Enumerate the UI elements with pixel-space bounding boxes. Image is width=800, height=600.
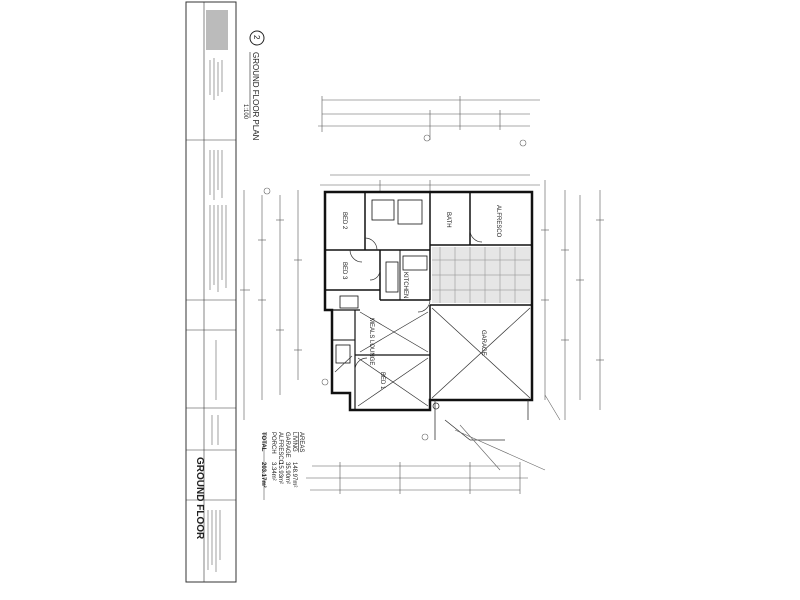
room-label-bath: BATH bbox=[445, 212, 451, 228]
logo-mark bbox=[206, 10, 228, 50]
title-block bbox=[185, 1, 237, 583]
room-label-bed-1: BED 1 bbox=[379, 372, 385, 390]
area-label: PORCH bbox=[270, 432, 276, 454]
plan-title: GROUND FLOOR PLAN bbox=[251, 52, 260, 141]
area-value: 3.34m² bbox=[270, 462, 276, 481]
right-dimension-lines bbox=[541, 180, 604, 420]
annotation-marks bbox=[263, 134, 561, 471]
sheet-title: GROUND FLOOR bbox=[194, 457, 205, 540]
room-label-garage: GARAGE bbox=[480, 330, 486, 356]
room-label-bed-3: BED 3 bbox=[341, 262, 347, 280]
tile-hatching bbox=[432, 247, 530, 303]
room-labels: BED 2 BATH ALFRESCO BED 3 KITCHEN MEALS … bbox=[341, 205, 501, 390]
area-label-total: TOTAL bbox=[260, 432, 266, 452]
left-dimension-lines bbox=[240, 190, 302, 420]
area-value: 15.93m² bbox=[277, 462, 283, 484]
building-walls bbox=[323, 190, 534, 412]
room-label-alfresco: ALFRESCO bbox=[495, 205, 501, 238]
driveway bbox=[432, 400, 529, 441]
area-value: 148.97m² bbox=[291, 462, 297, 487]
top-dimension-lines bbox=[318, 96, 540, 192]
area-label: LIVING bbox=[291, 432, 297, 452]
plan-number-circle bbox=[249, 30, 265, 46]
room-label-bed-2: BED 2 bbox=[341, 212, 347, 230]
title-block-notes bbox=[207, 58, 227, 572]
plan-number: 2 bbox=[252, 35, 261, 40]
area-label: GARAGE bbox=[284, 432, 290, 458]
plan-scale: 1:100 bbox=[242, 104, 248, 120]
room-label-kitchen: KITCHEN bbox=[402, 272, 408, 298]
areas-heading: AREAS bbox=[298, 432, 304, 452]
area-value-total: 203.17m² bbox=[260, 462, 267, 488]
areas-schedule: AREAS LIVING 148.97m² GARAGE 35.90m² ALF… bbox=[260, 432, 304, 500]
door-swings bbox=[334, 229, 531, 407]
area-label: ALFRESCO bbox=[277, 432, 283, 465]
plan-title-group: 2 GROUND FLOOR PLAN 1:100 bbox=[242, 30, 265, 141]
area-value: 35.90m² bbox=[284, 462, 290, 484]
bottom-dimension-lines bbox=[306, 462, 528, 494]
room-label-meals-lounge: MEALS LOUNGE bbox=[368, 318, 374, 365]
